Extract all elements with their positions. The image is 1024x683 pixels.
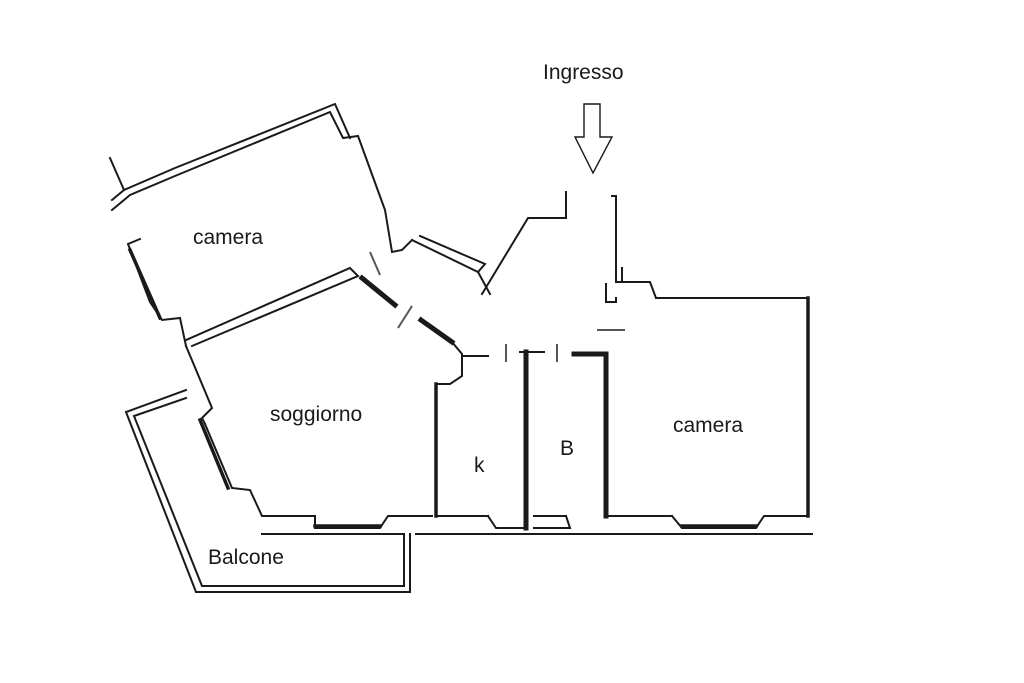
- balcone-walls: [124, 388, 411, 593]
- room-label-camera-top-left: camera: [193, 226, 264, 249]
- corridor-walls: [410, 191, 625, 362]
- arrow-down-icon: [573, 103, 614, 175]
- room-label-kitchen: k: [474, 454, 485, 477]
- room-label-camera-right: camera: [673, 414, 744, 437]
- soggiorno-walls: [184, 266, 463, 529]
- camera-top-left-walls: [108, 102, 414, 348]
- bathroom-walls: [533, 351, 673, 529]
- kitchen-walls: [435, 349, 545, 531]
- entrance-label: Ingresso: [543, 61, 624, 84]
- room-label-balcone: Balcone: [208, 546, 284, 569]
- camera-right-walls: [415, 267, 813, 535]
- room-label-soggiorno: soggiorno: [270, 403, 363, 426]
- room-label-bathroom: B: [560, 437, 575, 460]
